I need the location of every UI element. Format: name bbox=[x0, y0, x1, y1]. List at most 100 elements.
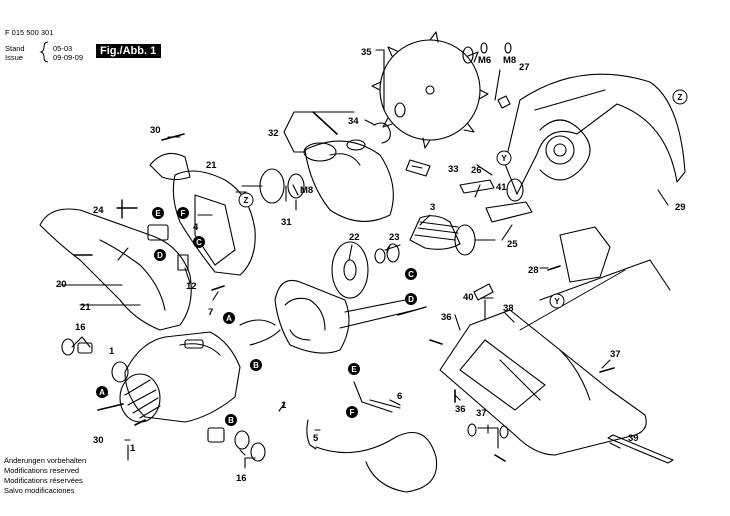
lower-blade-guard bbox=[304, 140, 394, 222]
marker-a-top: A bbox=[226, 314, 232, 323]
parallel-guide bbox=[607, 434, 674, 464]
marker-e: E bbox=[155, 209, 161, 218]
wrench-24 bbox=[116, 199, 138, 219]
guard-cover bbox=[559, 226, 611, 283]
callout-5: 5 bbox=[313, 433, 319, 444]
note-de: Änderungen vorbehalten bbox=[4, 456, 87, 465]
callout-21-top: 21 bbox=[206, 160, 217, 171]
callout-41: 41 bbox=[496, 182, 507, 193]
callout-16-bottom: 16 bbox=[236, 473, 247, 484]
callout-39: 39 bbox=[628, 433, 639, 444]
callout-m6: M6 bbox=[478, 55, 491, 66]
marker-e-cord: E bbox=[351, 365, 357, 374]
marker-z-left: Z bbox=[244, 196, 249, 205]
notes-block: Änderungen vorbehalten Modifications res… bbox=[4, 456, 86, 496]
callout-29: 29 bbox=[675, 202, 686, 213]
note-es: Salvo modificaciones bbox=[4, 486, 75, 495]
callout-21-bottom: 21 bbox=[80, 302, 91, 313]
callout-20: 20 bbox=[56, 279, 67, 290]
bolt-m8 bbox=[504, 42, 512, 54]
stand-value: 05-03 bbox=[53, 44, 73, 53]
armature bbox=[384, 215, 496, 256]
callout-12: 12 bbox=[186, 281, 197, 292]
callout-23: 23 bbox=[389, 232, 400, 243]
part-number: F 015 500 301 bbox=[5, 28, 54, 37]
marker-b-top: B bbox=[253, 361, 259, 370]
callout-1-bottom: 1 bbox=[130, 443, 136, 454]
guard-bushing bbox=[346, 139, 366, 151]
note-fr: Modifications réservées bbox=[4, 476, 83, 485]
callout-38: 38 bbox=[503, 303, 514, 314]
spring-rod bbox=[312, 111, 338, 135]
housing-half-right bbox=[172, 170, 256, 276]
callout-30-top: 30 bbox=[150, 125, 161, 136]
callout-36-top: 36 bbox=[441, 312, 452, 323]
marker-d-right: D bbox=[408, 295, 414, 304]
callout-37-right: 37 bbox=[610, 349, 621, 360]
marker-a-bottom: A bbox=[99, 388, 105, 397]
saw-blade bbox=[371, 31, 489, 149]
callout-22: 22 bbox=[349, 232, 360, 243]
issue-label: Issue bbox=[5, 53, 23, 62]
screw-36 bbox=[429, 339, 443, 345]
callout-27: 27 bbox=[519, 62, 530, 73]
callout-26: 26 bbox=[471, 165, 482, 176]
callout-6: 6 bbox=[397, 391, 402, 402]
power-cord-plug bbox=[306, 419, 317, 450]
brush-cap bbox=[61, 338, 75, 356]
callout-33: 33 bbox=[448, 164, 459, 175]
bearing-plate bbox=[485, 201, 533, 223]
marker-f: F bbox=[181, 209, 186, 218]
callout-m8-mid: M8 bbox=[300, 185, 313, 196]
motor-housing bbox=[119, 331, 241, 423]
handle-screw bbox=[117, 247, 129, 261]
brush-cap-lower bbox=[250, 442, 266, 462]
callout-1-top: 1 bbox=[109, 346, 115, 357]
callout-4: 4 bbox=[193, 222, 199, 233]
callout-34: 34 bbox=[348, 116, 359, 127]
guard-lever bbox=[405, 159, 431, 177]
clamp-37 bbox=[477, 427, 499, 449]
marker-y-top: Y bbox=[501, 154, 507, 163]
bolt-m6 bbox=[480, 42, 488, 54]
flange-washer bbox=[462, 46, 474, 64]
depth-lever bbox=[473, 283, 494, 301]
callout-40: 40 bbox=[463, 292, 474, 303]
switch-4 bbox=[147, 224, 169, 241]
brush-holder-lower bbox=[207, 427, 225, 443]
screw-7 bbox=[211, 285, 225, 291]
callout-m8-top: M8 bbox=[503, 55, 516, 66]
callout-36-bottom: 36 bbox=[455, 404, 466, 415]
callout-31: 31 bbox=[281, 217, 292, 228]
callout-37-bottom: 37 bbox=[476, 408, 487, 419]
header-brace bbox=[39, 41, 49, 63]
brush-holder bbox=[459, 179, 495, 194]
inner-flange bbox=[394, 102, 406, 118]
callout-30-bottom: 30 bbox=[93, 435, 104, 446]
marker-c-right: C bbox=[408, 270, 414, 279]
callout-32: 32 bbox=[268, 128, 279, 139]
figure-label: Fig./Abb. 1 bbox=[96, 44, 162, 58]
screw-28 bbox=[547, 265, 561, 271]
callout-3: 3 bbox=[430, 202, 435, 213]
note-en: Modifications reserved bbox=[4, 466, 80, 475]
brush-holder-top bbox=[149, 152, 191, 181]
handle-housing bbox=[39, 208, 192, 331]
retaining-ring bbox=[373, 122, 391, 144]
callout-24: 24 bbox=[93, 205, 104, 216]
fan bbox=[331, 241, 369, 299]
callout-1-mid: 1 bbox=[281, 400, 287, 411]
screw-37 bbox=[599, 367, 615, 373]
marker-c-left: C bbox=[196, 238, 202, 247]
drive-gear bbox=[259, 168, 285, 204]
callout-28: 28 bbox=[528, 265, 539, 276]
callout-35: 35 bbox=[361, 47, 372, 58]
cable-clamp bbox=[177, 254, 189, 271]
carbon-brush bbox=[77, 342, 93, 354]
power-cord bbox=[315, 432, 438, 493]
screw-30b bbox=[97, 403, 124, 411]
marker-z-right: Z bbox=[678, 93, 683, 102]
rip-fence-rod bbox=[539, 259, 671, 301]
callout-16-top: 16 bbox=[75, 322, 86, 333]
